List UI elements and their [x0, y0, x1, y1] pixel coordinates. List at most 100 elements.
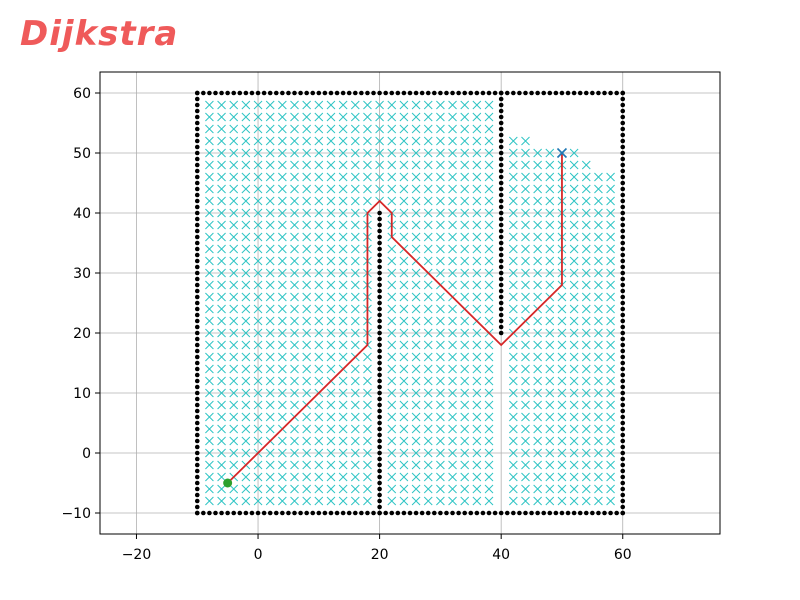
explored-node: [314, 496, 324, 506]
explored-node: [326, 208, 336, 218]
obstacle-point: [231, 510, 237, 516]
explored-node: [290, 364, 299, 374]
explored-node: [399, 388, 409, 398]
obstacle-point: [498, 150, 504, 156]
explored-node: [350, 328, 360, 338]
explored-node: [508, 424, 518, 434]
explored-node: [484, 460, 494, 470]
explored-node: [277, 196, 287, 206]
explored-node: [460, 256, 470, 266]
obstacle-point: [620, 420, 626, 426]
explored-node: [436, 400, 445, 410]
obstacle-point: [511, 90, 516, 96]
explored-node: [460, 292, 470, 302]
explored-node: [545, 472, 555, 482]
obstacle-point: [194, 288, 200, 294]
explored-node: [557, 412, 567, 422]
explored-node: [387, 172, 397, 182]
explored-node: [569, 304, 579, 314]
explored-node: [460, 376, 470, 386]
explored-node: [338, 484, 348, 494]
explored-node: [533, 340, 543, 350]
explored-node: [326, 484, 336, 494]
obstacle-point: [498, 312, 504, 318]
obstacle-point: [377, 432, 382, 438]
obstacle-point: [620, 324, 626, 330]
explored-node: [290, 184, 299, 194]
explored-node: [557, 316, 567, 326]
explored-node: [436, 244, 445, 254]
explored-node: [472, 460, 482, 470]
explored-node: [399, 496, 409, 506]
obstacle-point: [194, 348, 200, 354]
obstacle-point: [620, 276, 626, 282]
explored-node: [436, 304, 445, 314]
obstacle-point: [620, 246, 626, 252]
explored-node: [545, 340, 555, 350]
explored-node: [205, 328, 214, 338]
obstacle-point: [194, 318, 200, 324]
explored-node: [338, 424, 348, 434]
explored-node: [460, 484, 470, 494]
explored-node: [606, 172, 615, 182]
obstacle-point: [620, 114, 626, 120]
explored-node: [363, 184, 372, 194]
plot-area-background: [100, 72, 720, 534]
obstacle-point: [219, 90, 224, 96]
explored-node: [290, 460, 299, 470]
explored-node: [217, 352, 226, 362]
explored-node: [241, 220, 251, 230]
explored-node: [521, 208, 530, 218]
explored-node: [448, 400, 457, 410]
obstacle-point: [194, 402, 200, 408]
explored-node: [265, 292, 275, 302]
explored-node: [277, 484, 287, 494]
explored-node: [350, 232, 360, 242]
obstacle-point: [194, 240, 200, 246]
obstacle-point: [194, 492, 200, 498]
explored-node: [545, 196, 555, 206]
explored-node: [508, 268, 518, 278]
obstacle-point: [286, 90, 291, 96]
explored-node: [460, 424, 470, 434]
obstacle-point: [547, 90, 553, 96]
explored-node: [387, 460, 397, 470]
explored-node: [363, 400, 372, 410]
explored-node: [241, 232, 251, 242]
obstacle-point: [620, 228, 626, 234]
obstacle-point: [498, 318, 504, 324]
explored-node: [253, 460, 263, 470]
obstacle-point: [255, 90, 261, 96]
explored-node: [387, 196, 397, 206]
explored-node: [290, 244, 299, 254]
explored-node: [533, 448, 543, 458]
explored-node: [290, 472, 299, 482]
explored-node: [241, 412, 251, 422]
obstacle-point: [419, 90, 425, 96]
explored-node: [581, 220, 591, 230]
obstacle-point: [498, 288, 504, 294]
obstacle-point: [456, 90, 461, 96]
obstacle-point: [498, 132, 504, 138]
explored-node: [448, 244, 457, 254]
explored-node: [508, 496, 518, 506]
explored-node: [436, 172, 445, 182]
obstacle-point: [267, 510, 273, 516]
explored-node: [411, 184, 421, 194]
obstacle-point: [583, 90, 589, 96]
explored-node: [533, 316, 543, 326]
obstacle-point: [620, 372, 626, 378]
obstacle-point: [498, 234, 504, 240]
obstacle-point: [377, 468, 382, 474]
explored-node: [265, 472, 275, 482]
explored-node: [569, 436, 579, 446]
explored-node: [460, 280, 470, 290]
explored-node: [436, 256, 445, 266]
obstacle-point: [377, 240, 382, 246]
obstacle-point: [194, 144, 200, 150]
explored-node: [399, 124, 409, 134]
obstacle-point: [340, 510, 346, 516]
explored-node: [557, 328, 567, 338]
obstacle-point: [194, 138, 200, 144]
obstacle-point: [237, 90, 243, 96]
